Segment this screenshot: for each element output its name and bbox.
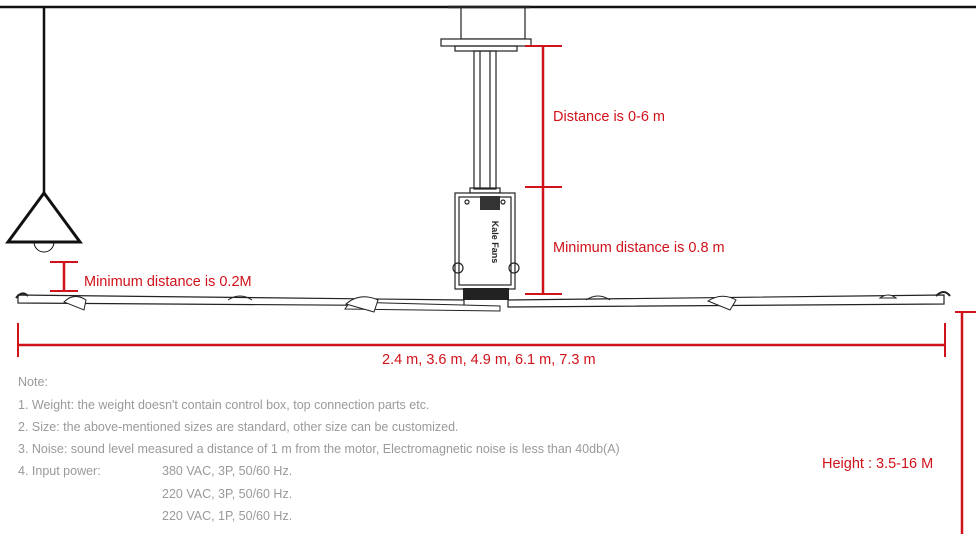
power-value: 380 VAC, 3P, 50/60 Hz.: [162, 464, 293, 478]
power-label: 4. Input power:: [18, 464, 101, 478]
fan-assembly: Kale Fans: [440, 5, 532, 300]
min-distance-light-label: Minimum distance is 0.2M: [84, 274, 252, 290]
extension-pole: [473, 50, 497, 190]
mount-distance-label: Distance is 0-6 m: [553, 109, 666, 125]
notes-title: Note:: [18, 375, 48, 389]
diameter-options-label: 2.4 m, 3.6 m, 4.9 m, 6.1 m, 7.3 m: [382, 352, 596, 368]
pendant-light: [5, 7, 83, 253]
note-item: 2. Size: the above-mentioned sizes are s…: [18, 420, 459, 434]
top-mount: [460, 6, 526, 40]
height-label: Height : 3.5-16 M: [822, 456, 934, 472]
power-value: 220 VAC, 3P, 50/60 Hz.: [162, 487, 293, 501]
note-item: 3. Noise: sound level measured a distanc…: [18, 442, 620, 456]
note-item: 1. Weight: the weight doesn't contain co…: [18, 398, 430, 412]
fan-blades: [15, 291, 951, 313]
dimension-lines: [17, 45, 976, 534]
power-value: 220 VAC, 1P, 50/60 Hz.: [162, 509, 293, 523]
brand-logo: Kale Fans: [490, 221, 500, 264]
min-distance-box-label: Minimum distance is 0.8 m: [553, 240, 725, 256]
